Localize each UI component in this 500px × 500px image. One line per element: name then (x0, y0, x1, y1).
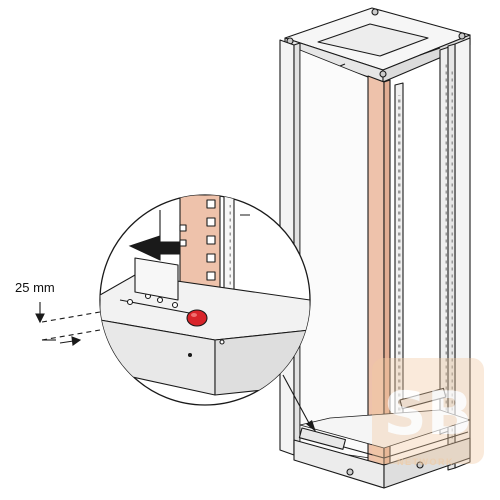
zoom-detail-circle (99, 194, 311, 406)
rack-bottom-frame (293, 387, 471, 489)
watermark-logo: SB (372, 358, 484, 464)
svg-text:SB: SB (384, 379, 473, 449)
callout-leader-arrowhead (306, 420, 316, 432)
front-right-post (447, 37, 471, 471)
dimension-annotation (35, 302, 101, 346)
watermark-caption: NETWORK (397, 457, 454, 467)
highlighted-mounting-rail (367, 75, 391, 473)
zoom-red-knob (186, 309, 208, 327)
dimension-label: 25 mm (15, 280, 55, 295)
rack-top-frame (284, 7, 471, 83)
rack-cabinet (279, 7, 471, 489)
callout-leader-line (282, 374, 311, 426)
insertion-arrow (128, 235, 181, 261)
sb-network-watermark: SB NETWORK (372, 358, 484, 467)
side-opening (299, 49, 371, 459)
